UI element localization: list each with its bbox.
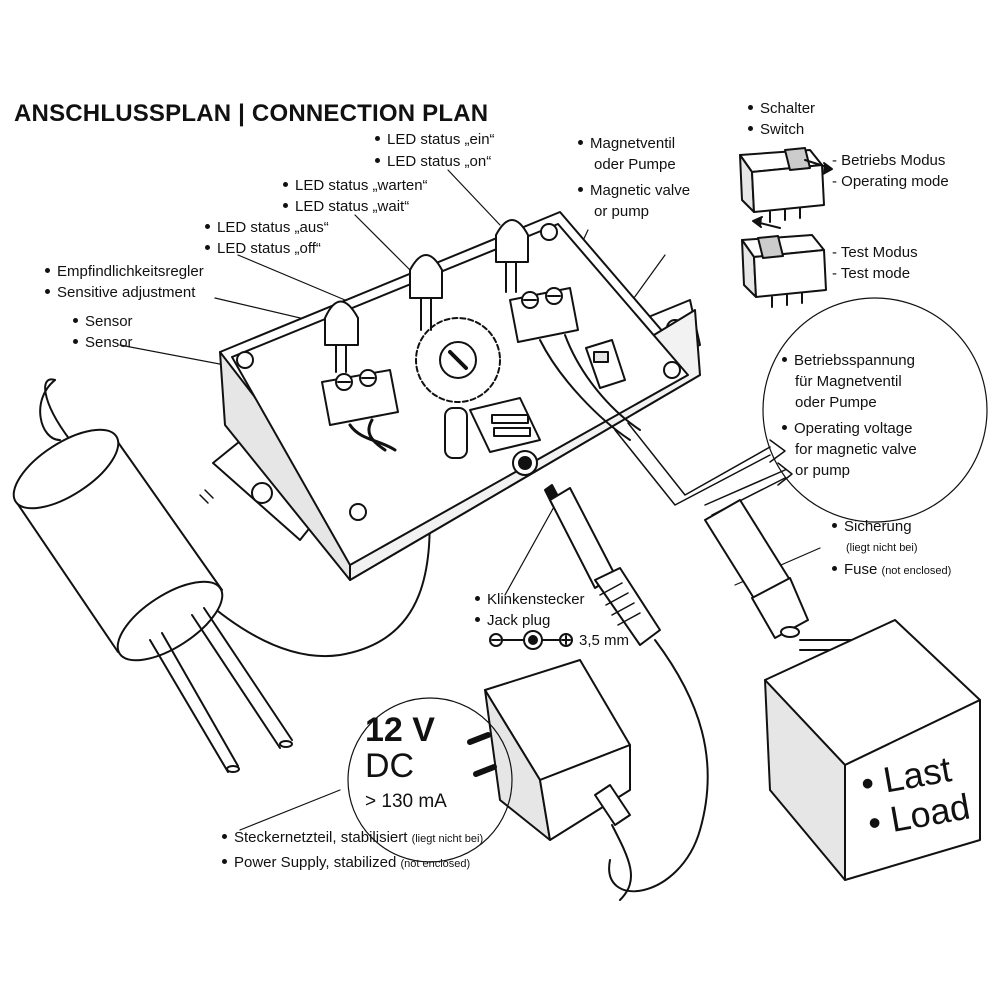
label-voltage-de-2: für Magnetventil <box>795 373 902 390</box>
jack-plug <box>544 484 709 893</box>
bullet-icon <box>45 268 50 274</box>
bullet-icon <box>73 318 78 324</box>
bullet-icon <box>782 425 787 431</box>
bullet-icon <box>782 357 787 363</box>
label-fuse-en: Fuse (not enclosed) <box>832 560 951 581</box>
label-sensitivity-en: Sensitive adjustment <box>45 283 195 303</box>
label-psu-de: Steckernetzteil, stabilisiert (liegt nic… <box>222 828 483 849</box>
bullet-icon <box>45 289 50 295</box>
label-psu-en: Power Supply, stabilized (not enclosed) <box>222 853 470 874</box>
load-box <box>764 619 981 881</box>
power-voltage: 12 V <box>365 711 435 749</box>
page-title: ANSCHLUSSPLAN | CONNECTION PLAN <box>14 100 489 127</box>
led-on <box>495 219 529 293</box>
bullet-icon <box>222 834 227 840</box>
bullet-icon <box>578 187 583 193</box>
power-type: DC <box>365 747 415 785</box>
label-operating-mode-en: - Operating mode <box>832 173 949 190</box>
jack-polarity-symbol <box>489 630 573 650</box>
label-valve-de: Magnetventil <box>578 134 675 154</box>
label-voltage-en-2: for magnetic valve <box>795 441 917 458</box>
label-voltage-de-3: oder Pumpe <box>795 394 877 411</box>
switch-test-illustration <box>741 216 827 308</box>
sensor-probe <box>12 378 431 773</box>
label-fuse-en-note: (not enclosed) <box>881 565 952 577</box>
jack-socket <box>512 450 538 476</box>
label-switch-en: Switch <box>748 120 804 140</box>
bullet-icon <box>73 339 78 345</box>
label-test-mode-de: - Test Modus <box>832 244 918 261</box>
bullet-icon <box>832 566 837 572</box>
terminal-block-output <box>509 287 641 441</box>
label-jack-en: Jack plug <box>475 611 550 631</box>
label-sensitivity-de: Empfindlichkeitsregler <box>45 262 204 282</box>
bullet-icon <box>375 158 380 164</box>
output-cable <box>614 422 793 516</box>
label-psu-en-note: (not enclosed) <box>400 858 471 870</box>
bullet-icon <box>475 596 480 602</box>
label-led-off-de: LED status „aus“ <box>205 218 329 238</box>
bullet-icon <box>748 126 753 132</box>
label-led-off-en: LED status „off“ <box>205 239 321 259</box>
bullet-icon <box>375 136 380 142</box>
bullet-icon <box>283 182 288 188</box>
label-led-on-en: LED status „on“ <box>375 152 491 172</box>
led-wait <box>409 254 443 331</box>
label-sensor-de: Sensor <box>73 312 133 332</box>
voltage-callout-circle <box>762 297 988 523</box>
mode-switch <box>585 339 626 389</box>
power-callout-circle <box>347 697 513 863</box>
bullet-icon <box>222 859 227 865</box>
switch-operating-illustration <box>739 147 833 223</box>
bullet-icon <box>832 523 837 529</box>
label-jack-size: 3,5 mm <box>579 632 630 649</box>
label-voltage-de: Betriebsspannung <box>782 351 915 371</box>
label-voltage-en-3: or pump <box>795 462 851 479</box>
label-fuse-de-note: (liegt nicht bei) <box>846 542 918 554</box>
label-valve-en: Magnetic valve <box>578 181 690 201</box>
power-current: > 130 mA <box>365 791 447 812</box>
label-led-wait-de: LED status „warten“ <box>283 176 428 196</box>
label-voltage-en: Operating voltage <box>782 419 912 439</box>
label-sensor-en: Sensor <box>73 333 133 353</box>
bullet-icon <box>205 245 210 251</box>
bullet-icon <box>748 105 753 111</box>
label-led-on-de: LED status „ein“ <box>375 130 495 150</box>
power-supply <box>467 659 633 901</box>
led-off <box>324 300 359 373</box>
label-operating-mode-de: - Betriebs Modus <box>832 152 946 169</box>
label-jack-de: Klinkenstecker <box>475 590 585 610</box>
bullet-icon <box>205 224 210 230</box>
label-valve-en-2: or pump <box>594 203 650 220</box>
bullet-icon <box>578 140 583 146</box>
label-psu-de-note: (liegt nicht bei) <box>411 833 484 845</box>
label-fuse-de: Sicherung <box>832 517 912 537</box>
label-valve-de-2: oder Pumpe <box>594 156 676 173</box>
potentiometer <box>415 317 541 459</box>
bullet-icon <box>283 203 288 209</box>
bullet-icon <box>475 617 480 623</box>
terminal-block-sensor <box>321 369 399 452</box>
label-led-wait-en: LED status „wait“ <box>283 197 409 217</box>
label-switch-de: Schalter <box>748 99 815 119</box>
label-test-mode-en: - Test mode <box>832 265 911 282</box>
